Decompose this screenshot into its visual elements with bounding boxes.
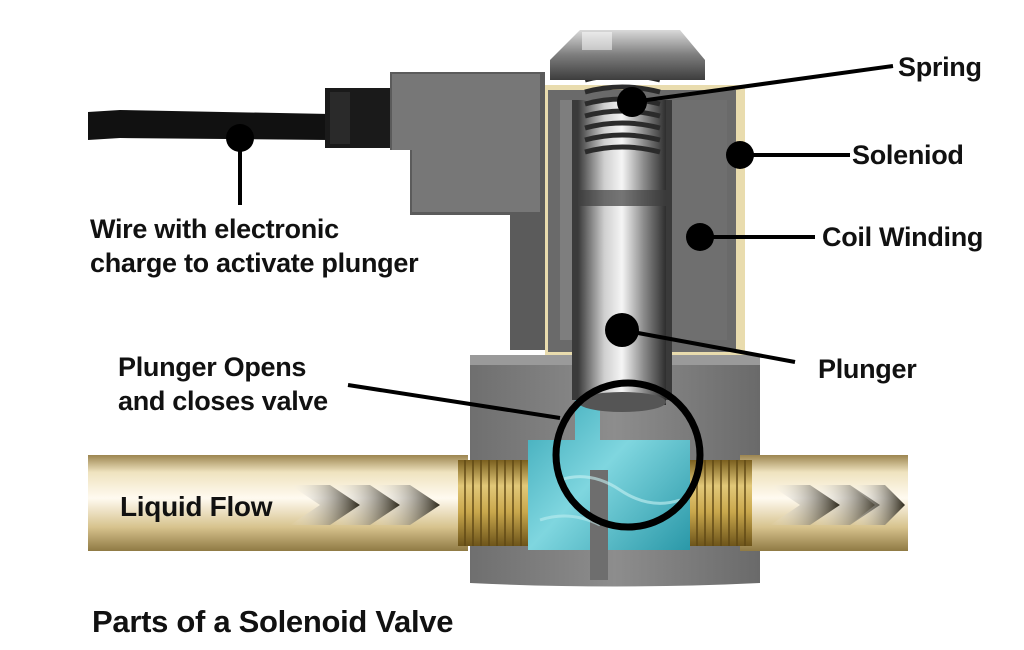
- flow-arrows-right: [770, 485, 905, 525]
- label-plunger: Plunger: [818, 354, 917, 384]
- label-liquid-flow: Liquid Flow: [120, 491, 273, 522]
- dot-wire: [226, 124, 254, 152]
- leader-dots: [226, 87, 754, 347]
- dot-coil-winding: [686, 223, 714, 251]
- liquid-channel: [528, 375, 690, 580]
- connector-block: [390, 72, 560, 350]
- label-plunger-opens: Plunger Opens and closes valve: [118, 352, 328, 416]
- diagram-title: Parts of a Solenoid Valve: [92, 604, 454, 639]
- label-coil-winding: Coil Winding: [822, 222, 984, 252]
- dot-spring: [617, 87, 647, 117]
- label-spring: Spring: [898, 52, 982, 82]
- leader-plunger-opens: [347, 383, 561, 420]
- dot-plunger: [605, 313, 639, 347]
- label-solenoid: Soleniod: [852, 140, 964, 170]
- leader-plunger: [621, 328, 796, 364]
- top-nut: [550, 30, 705, 80]
- flow-arrows-left: [290, 485, 440, 525]
- valve-highlight-circle: [552, 379, 704, 531]
- leader-spring: [631, 64, 894, 104]
- label-wire: Wire with electronic charge to activate …: [90, 214, 419, 278]
- dot-solenoid: [726, 141, 754, 169]
